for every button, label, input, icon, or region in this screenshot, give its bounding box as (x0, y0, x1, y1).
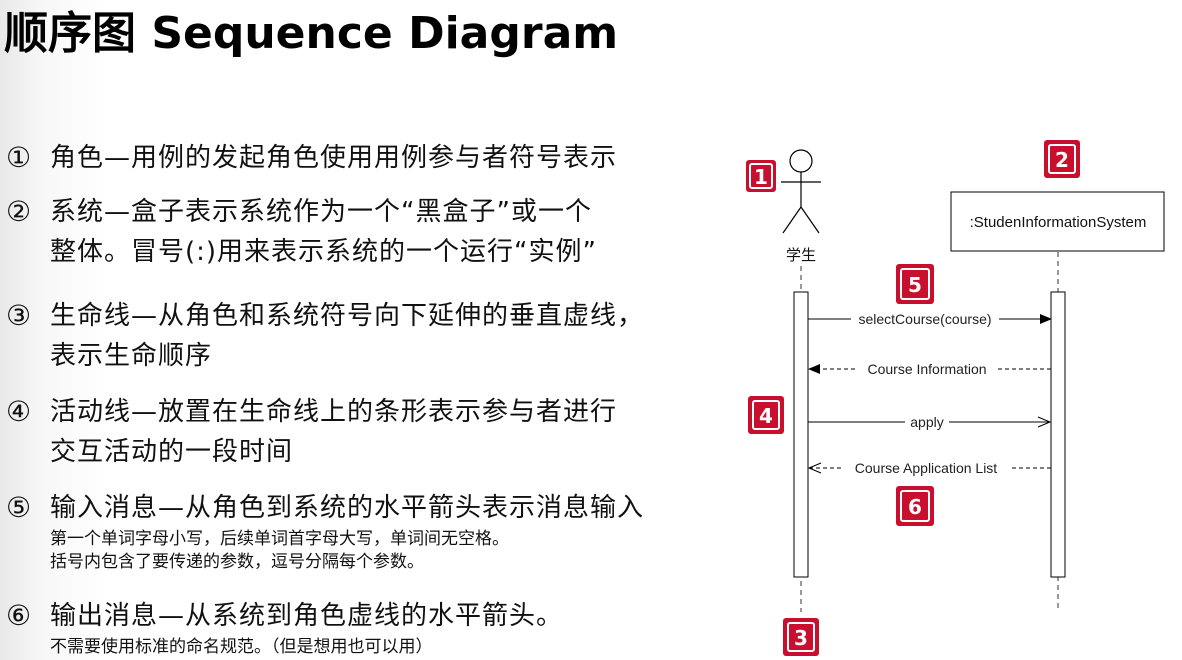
item-number: ① (6, 141, 32, 174)
badge-3: 3 (783, 618, 819, 656)
message-label-bg (843, 458, 1010, 478)
actor-activation-bar (793, 291, 809, 578)
item-text: 角色—用例的发起角色使用用例参与者符号表示 (50, 143, 618, 173)
item-number: ③ (6, 299, 32, 332)
badge-number: 1 (754, 165, 768, 189)
item-text: 输入消息—从角色到系统的水平箭头表示消息输入 (50, 493, 645, 523)
badge-4: 4 (748, 396, 784, 434)
legend-item-output-message: ⑥ 输出消息—从系统到角色虚线的水平箭头。 不需要使用标准的命名规范。（但是想用… (6, 596, 563, 659)
system-label: :StudenInformationSystem (970, 214, 1147, 231)
item-number: ② (6, 195, 32, 228)
actor-figure (781, 149, 821, 234)
system-box (950, 191, 1165, 252)
message-label-bg (851, 309, 999, 329)
message-label: Course Information (867, 361, 986, 377)
badge-5: 5 (896, 264, 934, 304)
item-text: 系统—盒子表示系统作为一个“黑盒子”或一个 (50, 197, 592, 227)
message-label: selectCourse(course) (858, 311, 991, 327)
message-label: apply (910, 414, 943, 430)
legend-item-input-message: ⑤ 输入消息—从角色到系统的水平箭头表示消息输入 第一个单词字母小写，后续单词首… (6, 488, 644, 574)
item-subtext: 第一个单词字母小写，后续单词首字母大写，单词间无空格。 (50, 529, 509, 549)
item-text: 输出消息—从系统到角色虚线的水平箭头。 (50, 601, 564, 631)
badge-number: 3 (794, 626, 808, 650)
item-text: 生命线—从角色和系统符号向下延伸的垂直虚线， (50, 301, 645, 331)
badge-number: 2 (1055, 148, 1069, 172)
message-label: Course Application List (855, 460, 998, 476)
badge-2: 2 (1044, 140, 1080, 178)
item-text: 交互活动的一段时间 (50, 437, 294, 467)
message-label-bg (858, 359, 996, 379)
badge-number: 4 (759, 404, 773, 428)
item-text: 表示生命顺序 (50, 341, 213, 371)
message-label-bg (905, 412, 949, 432)
badge-6: 6 (896, 486, 934, 526)
item-text: 整体。冒号(:)用来表示系统的一个运行“实例” (50, 237, 597, 267)
badge-number: 6 (908, 495, 922, 519)
legend-item-activation: ④ 活动线—放置在生命线上的条形表示参与者进行 交互活动的一段时间 (6, 392, 617, 472)
item-subtext: 括号内包含了要传递的参数，逗号分隔每个参数。 (50, 552, 424, 572)
item-number: ⑤ (6, 491, 32, 524)
item-number: ⑥ (6, 599, 32, 632)
legend-item-lifeline: ③ 生命线—从角色和系统符号向下延伸的垂直虚线， 表示生命顺序 (6, 296, 644, 376)
legend-item-actor: ① 角色—用例的发起角色使用用例参与者符号表示 (6, 138, 617, 178)
item-text: 活动线—放置在生命线上的条形表示参与者进行 (50, 397, 618, 427)
item-subtext: 不需要使用标准的命名规范。（但是想用也可以用） (50, 637, 433, 657)
legend-item-system: ② 系统—盒子表示系统作为一个“黑盒子”或一个 整体。冒号(:)用来表示系统的一… (6, 192, 597, 272)
actor-label: 学生 (786, 246, 816, 264)
badge-1: 1 (746, 160, 776, 192)
system-activation-bar (1050, 291, 1066, 578)
page-title: 顺序图 Sequence Diagram (4, 8, 619, 59)
item-number: ④ (6, 395, 32, 428)
badge-number: 5 (908, 273, 922, 297)
